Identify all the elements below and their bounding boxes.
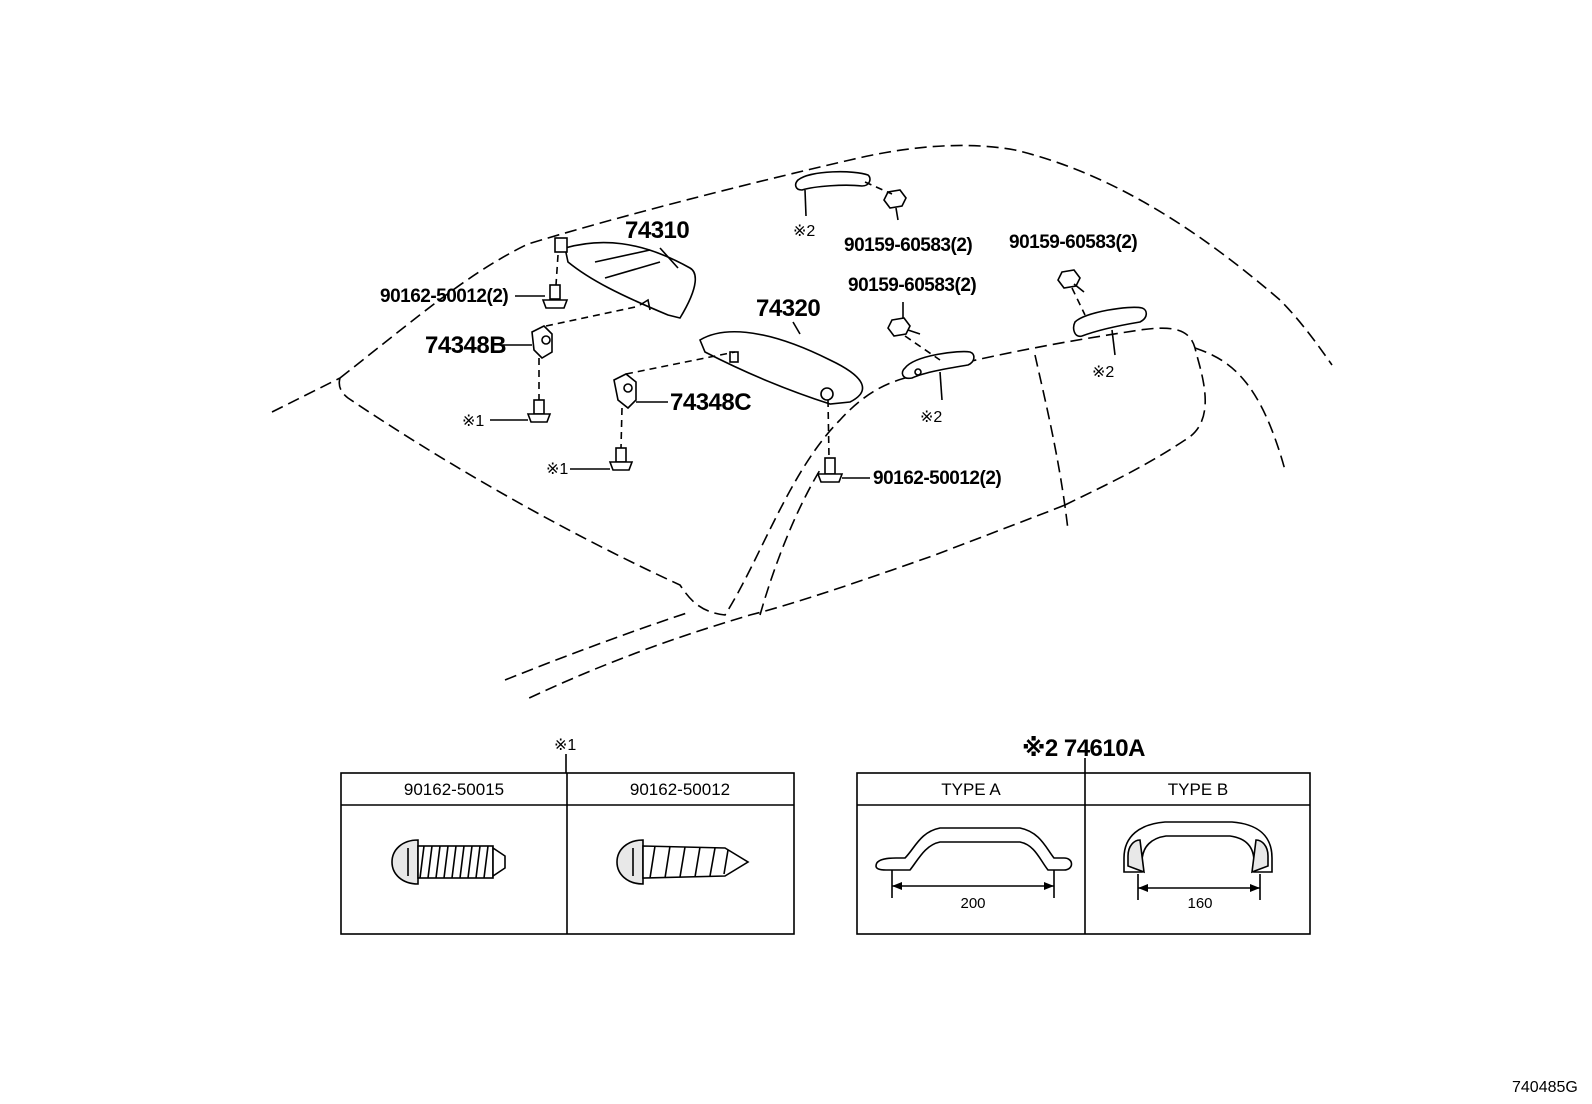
grip-type-b-dimension: 160 xyxy=(1187,895,1212,912)
car-body-outline xyxy=(271,144,1333,701)
holder-left-74348B xyxy=(500,325,553,360)
legend-screws: ※1 90162-50015 90162-50012 xyxy=(340,737,795,935)
grip-type-b-icon: 160 xyxy=(1123,821,1273,912)
label-ref1-b: ※1 xyxy=(546,461,568,478)
label-screw-right-bottom: 90162-50012(2) xyxy=(873,468,1001,489)
screw-machine-icon xyxy=(391,839,506,885)
bolt-icon-1 xyxy=(883,189,907,221)
bolt-icon-3 xyxy=(1057,269,1085,293)
screw-tapping-icon xyxy=(616,839,750,885)
label-visor-left: 74310 xyxy=(625,217,689,244)
label-screw-left-top: 90162-50012(2) xyxy=(380,286,508,307)
assembly-leaders xyxy=(538,181,1086,459)
grip-type-a-dimension: 200 xyxy=(960,895,985,912)
label-ref1-a: ※1 xyxy=(462,413,484,430)
bolt-icons xyxy=(883,189,1085,337)
label-bolt-1: 90159-60583(2) xyxy=(844,235,972,256)
label-ref2-b: ※2 xyxy=(920,409,942,426)
legend2-col1-header: TYPE A xyxy=(941,780,1001,799)
part-labels: 74310 74320 74348B 74348C 90162-50012(2)… xyxy=(380,217,1138,489)
grip-type-a-icon: 200 xyxy=(875,827,1073,912)
screw-icon-mid-bottom xyxy=(608,447,634,471)
assist-grips xyxy=(794,170,1148,401)
legend1-title: ※1 xyxy=(554,737,576,754)
legend-grips: ※2 74610A TYPE A TYPE B 200 160 xyxy=(856,735,1311,935)
label-bolt-3: 90159-60583(2) xyxy=(1009,232,1137,253)
label-ref2-c: ※2 xyxy=(1092,364,1114,381)
screw-icon-right-bottom xyxy=(816,457,844,483)
holder-right-74348C xyxy=(613,373,668,410)
legend2-title: ※2 74610A xyxy=(1022,735,1145,762)
label-ref2-a: ※2 xyxy=(793,223,815,240)
legend1-col1-header: 90162-50015 xyxy=(404,780,504,799)
label-holder-left: 74348B xyxy=(425,332,506,359)
sun-visor-right xyxy=(698,321,864,405)
screw-icons xyxy=(490,284,870,483)
label-bolt-2: 90159-60583(2) xyxy=(848,275,976,296)
screw-icon-left-bottom xyxy=(526,399,552,423)
bolt-icon-2 xyxy=(887,317,921,337)
label-holder-right: 74348C xyxy=(670,389,751,416)
legend1-col2-header: 90162-50012 xyxy=(630,780,730,799)
label-visor-right: 74320 xyxy=(756,295,820,322)
screw-icon-left-top xyxy=(541,284,569,309)
sun-visor-left xyxy=(554,237,696,319)
catalog-code: 740485G xyxy=(1512,1079,1578,1096)
legend2-col2-header: TYPE B xyxy=(1168,780,1228,799)
